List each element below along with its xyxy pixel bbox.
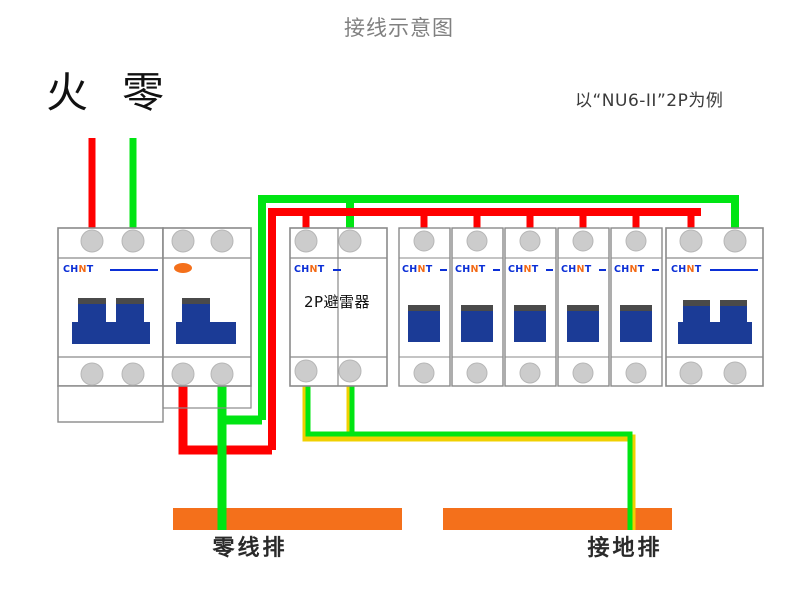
brand-underline-b4 <box>599 269 606 271</box>
terminal-bottom-1 <box>80 362 104 386</box>
label-neutral-wire: 零 <box>122 68 165 117</box>
terminal-bottom <box>625 362 647 384</box>
terminal-top-left <box>679 229 703 253</box>
brand-logo-spd: CHNT <box>294 264 325 275</box>
switch-toggle[interactable] <box>72 298 150 344</box>
terminal-bottom-right <box>338 359 362 383</box>
branch-breaker-4[interactable] <box>557 227 610 387</box>
branch-breaker-2[interactable] <box>451 227 504 387</box>
terminal-top-3 <box>171 229 195 253</box>
terminal-top-2 <box>121 229 145 253</box>
terminal-bottom-3 <box>171 362 195 386</box>
main-breaker-1p[interactable] <box>162 227 252 409</box>
status-indicator-icon <box>174 263 192 273</box>
surge-protector-2p[interactable] <box>289 227 388 387</box>
brand-logo-b4: CHNT <box>561 264 592 275</box>
brand-underline-b2 <box>493 269 500 271</box>
brand-underline-b3 <box>546 269 553 271</box>
neutral-busbar <box>173 508 402 530</box>
terminal-bottom <box>466 362 488 384</box>
terminal-top-1 <box>80 229 104 253</box>
main-live-outgoing <box>178 375 272 455</box>
brand-logo-b1: CHNT <box>402 264 433 275</box>
switch-toggle[interactable] <box>567 305 599 342</box>
terminal-bottom <box>413 362 435 384</box>
brand-logo-main: CHNT <box>63 264 94 275</box>
switch-toggle[interactable] <box>176 298 236 344</box>
brand-logo-b5: CHNT <box>614 264 645 275</box>
terminal-bottom <box>572 362 594 384</box>
surge-protector-label: 2P避雷器 <box>303 293 371 311</box>
terminal-bottom-2 <box>121 362 145 386</box>
example-note: 以“NU6-II”2P为例 <box>575 91 724 111</box>
terminal-top <box>572 230 594 252</box>
terminal-top-right <box>723 229 747 253</box>
brand-logo-b3: CHNT <box>508 264 539 275</box>
terminal-bottom-left <box>679 361 703 385</box>
terminal-top <box>625 230 647 252</box>
brand-underline-spd <box>333 269 341 271</box>
brand-logo-b2p: CHNT <box>671 264 702 275</box>
terminal-top <box>413 230 435 252</box>
terminal-bottom-right <box>723 361 747 385</box>
live-bus-top-run <box>268 208 701 450</box>
brand-underline-b2p <box>710 269 758 271</box>
label-live-wire: 火 <box>46 68 89 117</box>
pe-wire-green-spd-left <box>305 372 633 520</box>
terminal-bottom <box>519 362 541 384</box>
brand-underline-b1 <box>440 269 447 271</box>
terminal-bottom-4 <box>210 362 234 386</box>
switch-toggle[interactable] <box>678 300 752 344</box>
switch-toggle[interactable] <box>461 305 493 342</box>
ground-busbar-label: 接地排 <box>587 536 663 561</box>
terminal-top-4 <box>210 229 234 253</box>
ground-busbar <box>443 508 672 530</box>
terminal-top <box>466 230 488 252</box>
main-breaker-2p[interactable] <box>57 227 164 423</box>
page-title: 接线示意图 <box>344 16 454 40</box>
brand-logo-b2: CHNT <box>455 264 486 275</box>
terminal-top <box>519 230 541 252</box>
branch-breaker-1[interactable] <box>398 227 451 387</box>
terminal-top-left <box>294 229 318 253</box>
neutral-busbar-label: 零线排 <box>212 536 288 561</box>
neutral-bus-top-run <box>258 195 739 420</box>
switch-toggle[interactable] <box>514 305 546 342</box>
terminal-bottom-left <box>294 359 318 383</box>
branch-breaker-3[interactable] <box>504 227 557 387</box>
switch-toggle[interactable] <box>620 305 652 342</box>
branch-breaker-5[interactable] <box>610 227 663 387</box>
brand-underline-main <box>110 269 158 271</box>
switch-toggle[interactable] <box>408 305 440 342</box>
terminal-top-right <box>338 229 362 253</box>
branch-breaker-2p[interactable] <box>665 227 764 387</box>
brand-underline-b5 <box>652 269 659 271</box>
